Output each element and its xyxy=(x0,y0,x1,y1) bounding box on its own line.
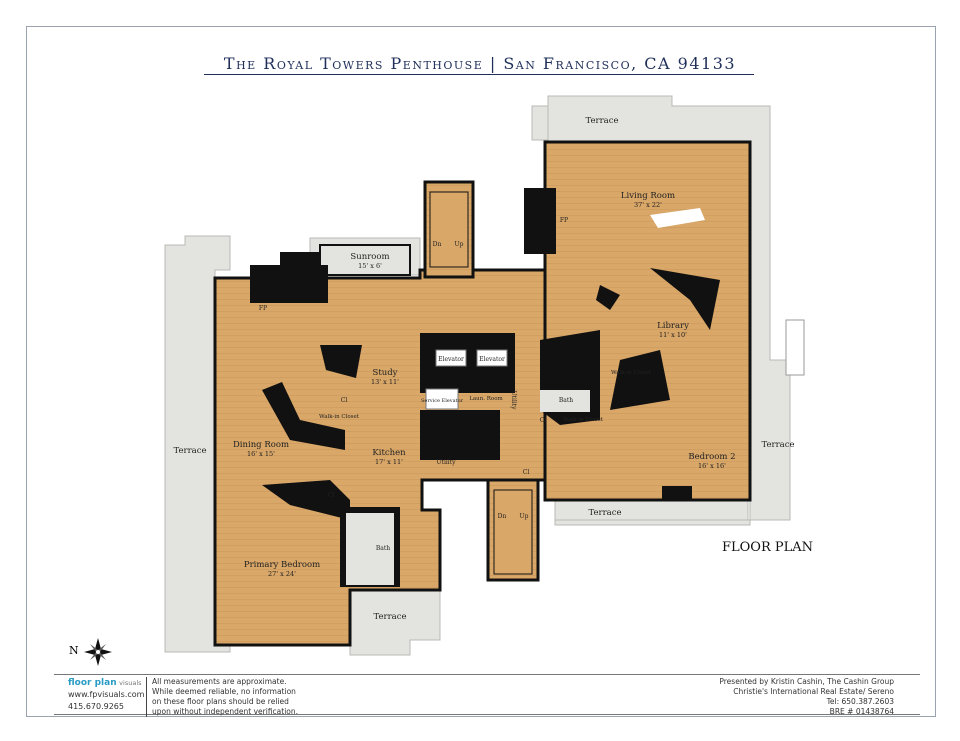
presenter-info: Presented by Kristin Cashin, The Cashin … xyxy=(719,677,894,717)
presenter-line: Presented by Kristin Cashin, The Cashin … xyxy=(719,677,894,686)
bath2-floor xyxy=(540,390,590,412)
elevators xyxy=(425,349,508,410)
dim-dining-room: 16' x 15' xyxy=(247,450,275,458)
label-stair-up: Up xyxy=(455,241,464,248)
label-service-elevator: Service Elevator xyxy=(421,398,464,404)
top-stair xyxy=(429,191,469,268)
label-fp-living: FP xyxy=(560,217,568,224)
label-cl-study: Cl xyxy=(341,397,348,404)
label-cl-primary: Cl xyxy=(328,492,335,499)
dim-living-room: 37' x 22' xyxy=(634,201,662,209)
page-title: The Royal Towers Penthouse | San Francis… xyxy=(0,54,960,73)
label-elevator-2: Elevator xyxy=(479,356,505,363)
living-furniture xyxy=(650,208,705,228)
label-kitchen: Kitchen xyxy=(372,448,406,458)
disclaimer-line: on these floor plans should be relied xyxy=(152,697,289,706)
label-terrace-left: Terrace xyxy=(173,446,206,456)
brand-block: floor plan visuals www.fpvisuals.com 415… xyxy=(68,677,144,713)
presenter-license: BRE # 01438764 xyxy=(829,707,894,716)
dim-bedroom-2: 16' x 16' xyxy=(698,462,726,470)
label-fp-left: FP xyxy=(259,305,267,312)
terrace-planter xyxy=(785,319,805,376)
label-walkin-right-1: Walk-in Closet xyxy=(611,370,652,376)
label-bath-primary: Bath xyxy=(376,545,390,552)
label-laundry: Laun. Room xyxy=(469,396,503,402)
property-name: The Royal Towers Penthouse xyxy=(223,54,484,73)
footer-top-rule xyxy=(54,674,920,675)
disclaimer: All measurements are approximate. While … xyxy=(146,677,298,717)
title-separator: | xyxy=(489,54,497,73)
disclaimer-line: All measurements are approximate. xyxy=(152,677,287,686)
brand-logo: floor plan xyxy=(68,678,117,688)
label-cl-center: Cl xyxy=(540,417,547,424)
presenter-phone: Tel: 650.387.2603 xyxy=(826,697,894,706)
property-location: San Francisco, CA 94133 xyxy=(503,54,737,73)
label-living-room: Living Room xyxy=(621,191,675,201)
label-bath-2: Bath xyxy=(559,397,573,404)
label-study: Study xyxy=(373,368,398,378)
label-dining-room: Dining Room xyxy=(233,440,289,450)
dim-sunroom: 15' x 6' xyxy=(358,262,382,270)
disclaimer-line: While deemed reliable, no information xyxy=(152,687,296,696)
primary-bath-floor xyxy=(346,513,394,585)
label-walkin-right-2: Walk-in Closet xyxy=(563,417,604,423)
label-library: Library xyxy=(657,321,689,331)
title-underline xyxy=(204,74,754,75)
label-utility-vertical: Utility xyxy=(510,390,517,410)
label-cl-mid: Cl xyxy=(523,469,530,476)
presenter-line: Christie's International Real Estate/ Se… xyxy=(733,687,894,696)
dim-primary-bedroom: 27' x 24' xyxy=(268,570,296,578)
dim-study: 13' x 11' xyxy=(371,378,399,386)
room-labels: Terrace Living Room 37' x 22' FP Sunroom… xyxy=(173,116,794,622)
label-primary-bedroom: Primary Bedroom xyxy=(244,560,320,570)
page-frame xyxy=(26,26,936,717)
sunroom-floor xyxy=(319,244,411,276)
bottom-stair xyxy=(493,489,533,575)
label-utility: Utility xyxy=(436,459,456,466)
label-terrace-right: Terrace xyxy=(761,440,794,450)
disclaimer-line: upon without independent verification. xyxy=(152,707,299,716)
brand-website[interactable]: www.fpvisuals.com xyxy=(68,690,145,699)
label-elevator-1: Elevator xyxy=(438,356,464,363)
footer-bottom-rule xyxy=(54,714,920,715)
label-stair-bottom-up: Up xyxy=(520,513,529,520)
label-terrace-top: Terrace xyxy=(585,116,618,126)
brand-sub: visuals xyxy=(119,679,142,687)
label-sunroom: Sunroom xyxy=(350,252,389,262)
label-bedroom-2: Bedroom 2 xyxy=(688,452,735,462)
floor-plan-label: FLOOR PLAN xyxy=(722,540,814,555)
label-stair-bottom-dn: Dn xyxy=(498,513,507,520)
dim-library: 11' x 10' xyxy=(659,331,687,339)
label-terrace-bottom-right: Terrace xyxy=(588,508,621,518)
label-terrace-bottom: Terrace xyxy=(373,612,406,622)
north-label: N xyxy=(69,644,79,657)
label-stair-dn: Dn xyxy=(433,241,442,248)
dim-kitchen: 17' x 11' xyxy=(375,458,403,466)
label-walkin-left: Walk-in Closet xyxy=(319,414,360,420)
brand-phone: 415.670.9265 xyxy=(68,702,124,711)
compass-rose-icon xyxy=(84,638,112,666)
